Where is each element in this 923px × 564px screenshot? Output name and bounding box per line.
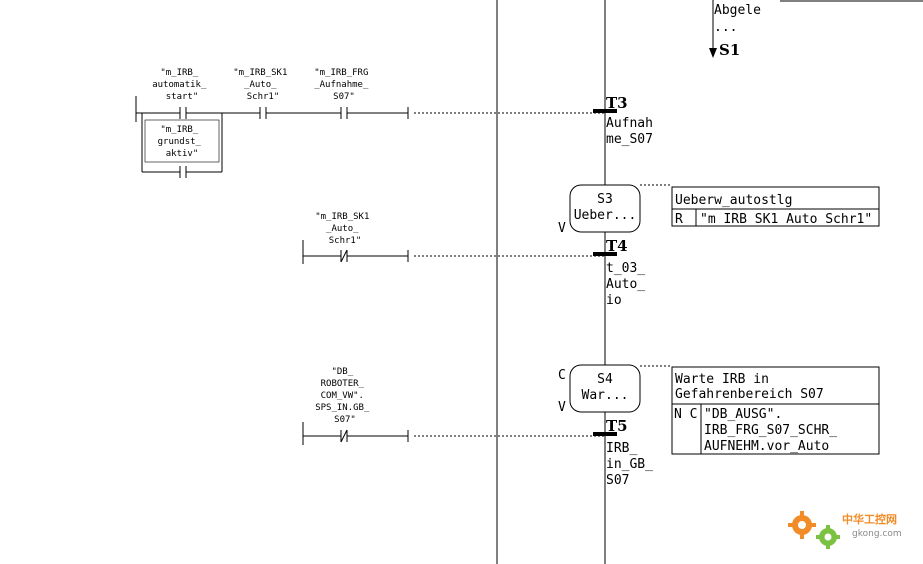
transition-t3-name: Aufnah me_S07	[606, 116, 661, 147]
t5-condition: "DB_ ROBOTER_ COM_VW". SPS_IN.GB_ S07"	[302, 367, 605, 445]
jump-target-s1: S1	[719, 41, 740, 59]
transition-t5-name: IRB_ in_GB_ S07	[606, 441, 661, 488]
transition-t3-label: T3	[606, 94, 628, 112]
transition-t3[interactable]: T3 Aufnah me_S07	[593, 94, 661, 147]
step-s4-name: War...	[582, 388, 629, 403]
jump-s1: Abgele ... S1	[709, 0, 923, 59]
action-block-s4: Warte IRB in Gefahrenbereich S07 N C "DB…	[671, 366, 880, 455]
step-s4[interactable]: S4 War... C V	[558, 364, 672, 415]
contact-t4-label: "m_IRB_SK1 _Auto_ Schr1"	[315, 212, 375, 246]
transition-t5[interactable]: T5 IRB_ in_GB_ S07	[593, 417, 661, 488]
transition-t4-name: t_03_ Auto_ io	[606, 261, 653, 308]
step-s3-number: S3	[597, 192, 613, 207]
action-s4-qualifier: N C	[674, 407, 697, 422]
contact-t3-2-label: "m_IRB_SK1 _Auto_ Schr1"	[233, 68, 293, 102]
contact-t3-3-label: "m_IRB_FRG _Aufnahme_ S07"	[314, 68, 374, 102]
transition-t5-label: T5	[606, 417, 628, 435]
action-s4-title: Warte IRB in Gefahrenbereich S07	[675, 372, 824, 402]
top-action-dots: ...	[714, 20, 737, 35]
step-s4-flag-v: V	[558, 400, 566, 415]
transition-t4[interactable]: T4 t_03_ Auto_ io	[593, 237, 653, 308]
gear-icon	[788, 511, 840, 549]
step-s3-name: Ueber...	[574, 208, 637, 223]
top-action-fragment: Abgele	[714, 3, 761, 18]
action-s4-operand: "DB_AUSG". IRB_FRG_S07_SCHR_ AUFNEHM.vor…	[704, 407, 845, 454]
contact-t5-label: "DB_ ROBOTER_ COM_VW". SPS_IN.GB_ S07"	[315, 367, 375, 425]
step-s3-flag-v: V	[558, 221, 566, 236]
t3-condition: "m_IRB_ automatik_ start" "m_IRB_SK1 _Au…	[135, 68, 605, 178]
t4-condition: "m_IRB_SK1 _Auto_ Schr1"	[302, 212, 605, 264]
contact-t3-4-label: "m_IRB_ grundst_ aktiv"	[158, 125, 207, 159]
action-s3-qualifier: R	[675, 212, 683, 227]
watermark-site: gkong.com	[852, 529, 902, 539]
step-s4-number: S4	[597, 372, 613, 387]
action-block-s3: Ueberw_autostlg R "m_IRB_SK1_Auto_Schr1"	[671, 186, 880, 227]
transition-t4-label: T4	[606, 237, 628, 255]
watermark-logo: 中华工控网 gkong.com	[788, 511, 902, 549]
action-s3-operand: "m_IRB_SK1_Auto_Schr1"	[700, 212, 872, 227]
watermark-brand: 中华工控网	[842, 512, 897, 526]
action-s3-title: Ueberw_autostlg	[675, 193, 792, 208]
contact-t3-1-label: "m_IRB_ automatik_ start"	[152, 68, 212, 102]
step-s4-flag-c: C	[558, 368, 566, 383]
step-s3[interactable]: S3 Ueber... V	[558, 184, 672, 236]
